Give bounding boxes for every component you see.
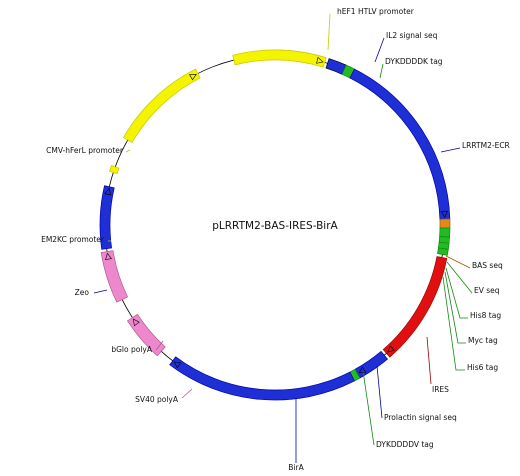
cmv-hferl-promoter-arrow — [189, 74, 197, 81]
his6-tag-label: His6 tag — [467, 363, 498, 372]
zeo-leader — [93, 289, 108, 294]
his8-tag-label: His8 tag — [470, 311, 501, 320]
ires-label: IRES — [432, 385, 449, 394]
cmv-hferl-promoter-label: CMV-hFerL promoter — [46, 146, 124, 155]
plasmid-name: pLRRTM2-BAS-IRES-BirA — [212, 220, 338, 232]
prolactin-signal-seq-leader — [376, 365, 383, 419]
lrrtm2-ecr-label: LRRTM2-ECR — [462, 141, 510, 150]
myc-tag-label: Myc tag — [468, 336, 498, 345]
bglo-polya-label: bGlo polyA — [111, 345, 153, 354]
prolactin-signal-seq-arrow — [358, 366, 367, 374]
sv40-polya-arrow — [133, 318, 140, 327]
bira-label: BirA — [288, 463, 304, 472]
bas-seq-label: BAS seq — [472, 261, 503, 270]
prolactin-signal-seq-arc — [354, 350, 388, 379]
sv40-polya-leader — [181, 388, 193, 399]
ires-arc — [382, 256, 448, 358]
em2kc-promoter-arc — [109, 165, 120, 175]
bira-arrow — [173, 361, 182, 369]
ev-seq-label: EV seq — [474, 286, 500, 295]
dykddddk-tag-label: DYKDDDDK tag — [385, 57, 443, 66]
ires-arrow — [387, 345, 395, 353]
zeo-arc — [99, 185, 115, 250]
lrrtm2-ecr-arrow — [440, 210, 448, 218]
dykddddv-tag-leader — [362, 370, 375, 446]
prolactin-signal-seq-label: Prolactin signal seq — [384, 413, 457, 422]
zeo-arrow — [104, 187, 112, 196]
label-leaders — [93, 13, 473, 463]
bas-seq-leader — [445, 255, 471, 269]
zeo-label: Zeo — [75, 288, 90, 297]
hef1-htlv-promoter-label: hEF1 HTLV promoter — [337, 7, 415, 16]
em2kc-promoter-label: EM2KC promoter — [41, 235, 105, 244]
sv40-polya-label: SV40 polyA — [135, 395, 179, 404]
ev-seq-arc — [439, 227, 451, 238]
cmv-hferl-promoter-arc — [122, 68, 201, 143]
il2-signal-seq-label: IL2 signal seq — [386, 31, 438, 40]
his8-tag-leader — [445, 267, 468, 319]
ev-seq-leader — [446, 261, 473, 294]
hef1-htlv-promoter-arrow — [316, 56, 324, 64]
bglo-polya-arrow — [105, 252, 112, 261]
hef1-htlv-promoter-arc — [232, 49, 327, 68]
bira-arc — [169, 356, 355, 401]
ires-leader — [426, 336, 432, 385]
his6-tag-leader — [442, 276, 465, 371]
lrrtm2-ecr-leader — [440, 147, 461, 153]
bglo-polya-leader — [155, 340, 164, 351]
myc-tag-leader — [444, 271, 466, 344]
dykddddk-tag-leader — [379, 63, 384, 79]
bglo-polya-arc — [100, 250, 129, 303]
feature-arcs — [99, 49, 451, 401]
il2-signal-seq-leader — [374, 37, 385, 63]
dykddddv-tag-label: DYKDDDDV tag — [376, 440, 434, 449]
his6-tag-arc — [437, 247, 449, 256]
hef1-htlv-promoter-leader — [327, 13, 331, 51]
cmv-hferl-promoter-leader — [125, 149, 131, 153]
bas-seq-arc — [439, 218, 451, 229]
lrrtm2-ecr-arc — [349, 68, 451, 220]
